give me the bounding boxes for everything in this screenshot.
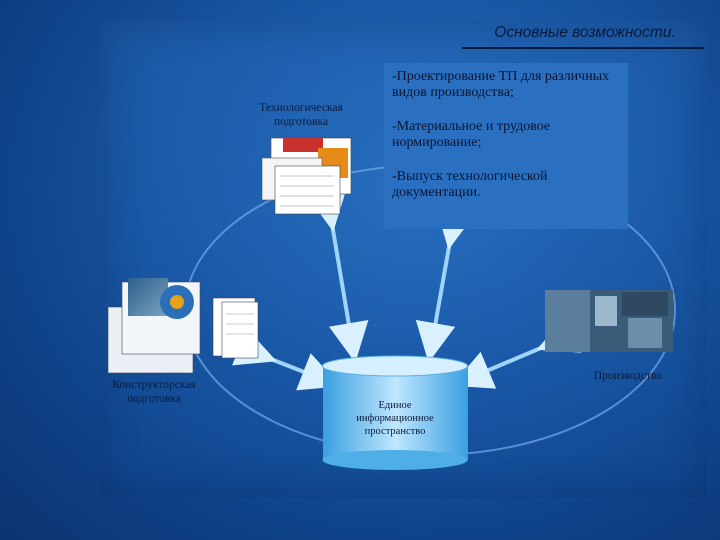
design-prep-label: Конструкторская подготовка: [112, 379, 196, 405]
db-label: Единое информационное пространство: [356, 400, 434, 437]
capability-item: -Материальное и трудовое нормирование;: [392, 119, 551, 150]
tech-prep-label: Технологическая подготовка: [259, 102, 343, 128]
database-cylinder-icon: [322, 355, 468, 470]
title-underline: [462, 47, 704, 49]
capability-item: -Выпуск технологической документации.: [392, 169, 548, 200]
arrow-prod-db: [451, 315, 582, 389]
capability-item: -Проектирование ТП для различных видов п…: [392, 69, 610, 100]
design-drawings-icon: [107, 278, 259, 374]
arrow-tech-db: [306, 188, 369, 363]
production-label: Производство: [593, 370, 663, 382]
arrow-design-db: [232, 328, 341, 391]
page-title: Основные возможности.: [494, 24, 676, 41]
production-photo-icon: [545, 290, 673, 352]
arrow-bullets-db: [415, 206, 476, 363]
capabilities-list: -Проектирование ТП для различных видов п…: [384, 63, 628, 229]
tech-documents-icon: [261, 137, 352, 215]
